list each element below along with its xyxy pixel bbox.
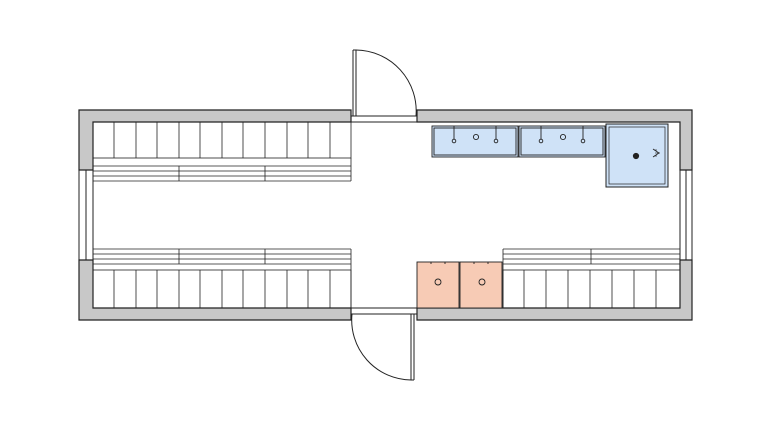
toilet-icon [459, 261, 503, 309]
toilet-icon [416, 261, 460, 309]
bench-bottom-left [92, 248, 352, 309]
bench-bottom-right [502, 248, 681, 309]
window-right [679, 170, 693, 260]
window-left [78, 170, 94, 260]
shower-icon [605, 123, 669, 188]
door-swing-icon[interactable] [351, 313, 415, 381]
door-swing-icon[interactable] [352, 49, 417, 117]
bench-top-left [92, 121, 352, 182]
door-thresholds [351, 115, 417, 315]
sink-icon [431, 125, 519, 158]
wall-top-left [78, 109, 352, 171]
sink-icon [518, 125, 606, 158]
wall-bottom-left [78, 259, 352, 321]
